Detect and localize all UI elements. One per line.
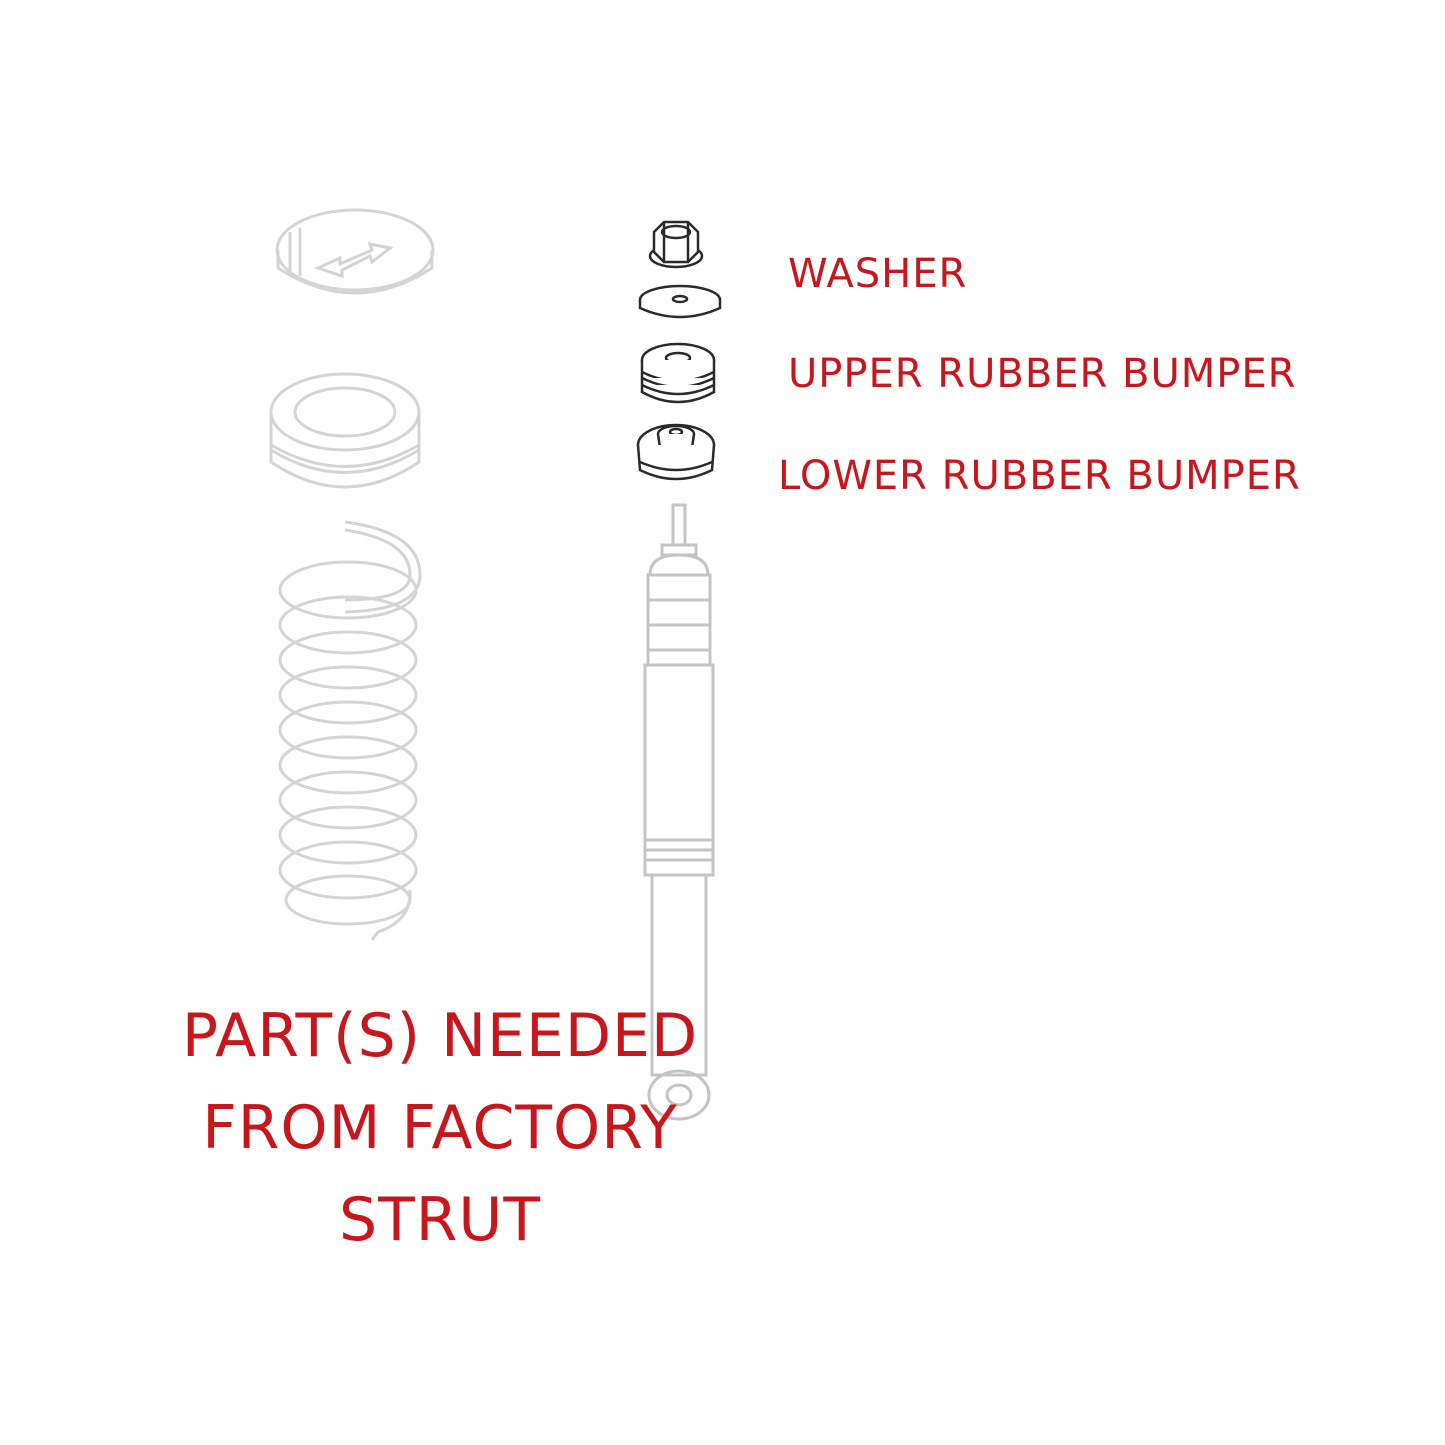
parts-needed-caption: PART(S) NEEDED FROM FACTORY STRUT	[140, 990, 740, 1266]
lower-rubber-bumper-label: LOWER RUBBER BUMPER	[778, 453, 1301, 499]
caption-line-1: PART(S) NEEDED	[181, 1001, 699, 1071]
lower-rubber-bumper-part	[636, 423, 716, 481]
caption-line-3: STRUT	[339, 1185, 541, 1255]
upper-rubber-bumper-label: UPPER RUBBER BUMPER	[788, 351, 1297, 397]
upper-rubber-bumper-part	[640, 342, 716, 404]
shock-absorber	[643, 503, 715, 1121]
washer-part	[638, 284, 722, 319]
coil-spring	[278, 520, 422, 941]
washer-label: WASHER	[788, 251, 968, 297]
caption-line-2: FROM FACTORY	[202, 1093, 678, 1163]
spring-pad	[269, 372, 421, 489]
nut	[648, 220, 704, 269]
spring-seat-top	[275, 208, 435, 295]
